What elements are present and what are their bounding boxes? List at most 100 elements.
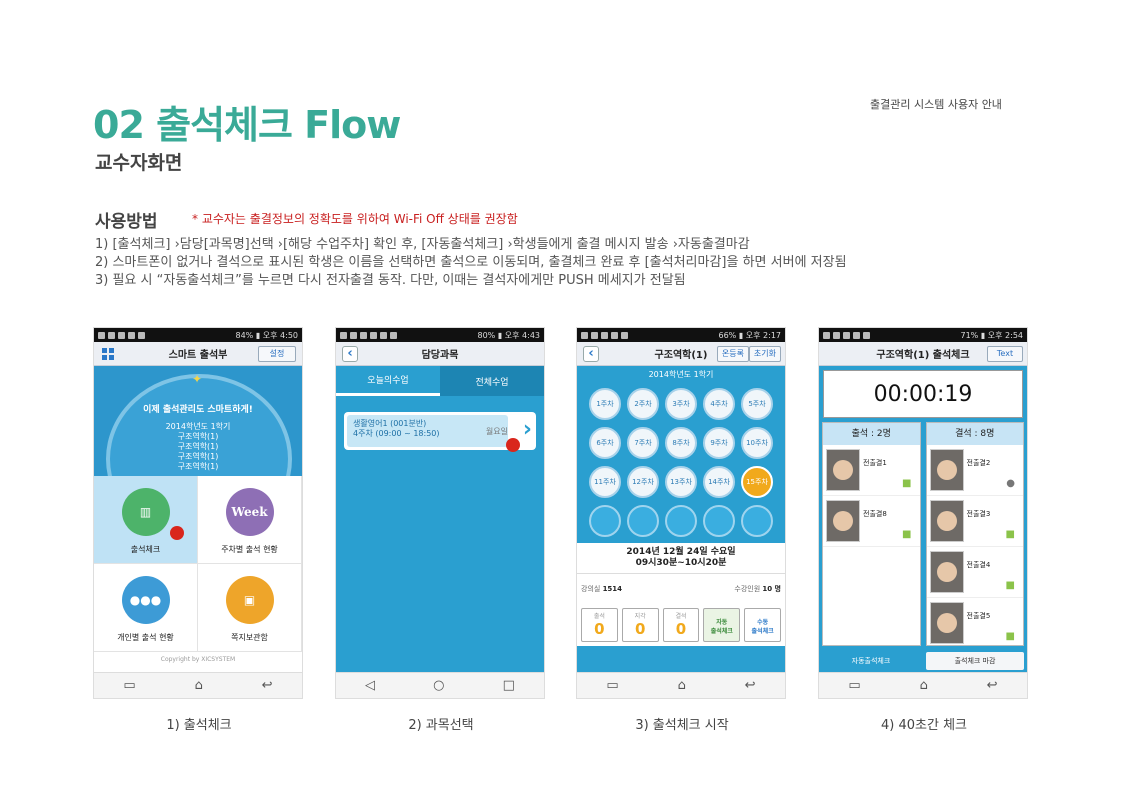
student-name: 전출결2 (966, 459, 991, 467)
step-3: 3) 필요 시 “자동출석체크”를 누르면 다시 전자출결 동작. 다만, 이때… (95, 273, 686, 288)
copyright: Copyright by XICSYSTEM (160, 656, 236, 663)
week-empty-slot (741, 505, 773, 537)
usage-steps: 1) [출석체크] ›담당[과목명]선택 ›[해당 수업주차] 확인 후, [자… (95, 236, 847, 290)
menu-individual-status[interactable]: ●●● 개인별 출석 현황 (94, 564, 198, 652)
back-button[interactable]: ‹ (583, 346, 599, 362)
reset-button[interactable]: 초기화 (748, 346, 781, 362)
week-button[interactable]: 9주차 (703, 427, 735, 459)
course-item: 구조역학(1) (177, 462, 219, 471)
student-name: 전출결8 (863, 510, 887, 518)
tab-today[interactable]: 오늘의수업 (336, 366, 440, 396)
box-icon: ▣ (225, 576, 274, 624)
app-title: 스마트 출석부 (168, 350, 228, 361)
back-icon[interactable]: ◁ (365, 678, 376, 693)
caption-1: 1) 출석체크 (166, 718, 232, 733)
term-label: 2014학년도 1학기 (648, 370, 714, 379)
back-button[interactable]: ‹ (342, 346, 358, 362)
student-row[interactable]: 전출결2● (926, 445, 1023, 496)
week-button[interactable]: 10주차 (741, 427, 773, 459)
close-check-button[interactable]: 출석체크 마감 (926, 652, 1024, 670)
register-button[interactable]: 온등록 (716, 346, 749, 362)
week-button[interactable]: 2주차 (627, 388, 659, 420)
course-item: 구조역학(1) (177, 442, 219, 451)
student-photo (929, 602, 964, 644)
room-info: 강의실 1514 수강인원 10 명 (577, 574, 785, 604)
home-icon[interactable]: ⌂ (677, 678, 686, 693)
course-card[interactable]: 생활영어1 (001분반) 4주차 (09:00 ~ 18:50) 월요일 › (344, 412, 536, 452)
chevron-right-icon: › (522, 417, 532, 442)
android-icon: ■ (902, 478, 912, 489)
people-icon: ●●● (121, 576, 170, 624)
week-icon: Week (225, 488, 274, 536)
recent-apps-icon[interactable]: □ (502, 678, 515, 693)
student-row[interactable]: 전출결8 ■ (823, 496, 920, 547)
week-empty-slot (627, 505, 659, 537)
lecture-date: 2014년 12월 24일 수요일 (626, 547, 736, 557)
app-titlebar: 스마트 출석부 설정 (94, 342, 302, 366)
auto-check-button[interactable]: 자동 출석체크 (703, 608, 741, 642)
back-icon[interactable]: ↩ (261, 678, 273, 693)
book-icon: ▥ (121, 488, 170, 536)
lightbulb-icon: ✦ (192, 372, 203, 386)
week-button[interactable]: 13주차 (665, 466, 697, 498)
student-photo (826, 449, 860, 491)
app-title: 구조역학(1) 출석체크 (876, 350, 970, 361)
grid-menu-icon[interactable] (100, 346, 116, 362)
tab-all[interactable]: 전체수업 (440, 366, 544, 396)
course-status: 월요일 (485, 427, 508, 436)
week-button[interactable]: 11주차 (589, 466, 621, 498)
week-button[interactable]: 8주차 (665, 427, 697, 459)
settings-button[interactable]: 설정 (258, 346, 296, 362)
recent-apps-icon[interactable]: ▭ (123, 678, 136, 693)
home-icon[interactable]: ⌂ (919, 678, 928, 693)
step-2: 2) 스마트폰이 없거나 결석으로 표시된 학생은 이름을 선택하면 출석으로 … (95, 255, 847, 270)
student-name: 전출결5 (966, 612, 991, 620)
week-button[interactable]: 14주차 (703, 466, 735, 498)
menu-weekly-status[interactable]: Week 주차별 출석 현황 (198, 476, 302, 564)
student-row[interactable]: 전출결1 ■ (823, 445, 920, 496)
menu-attendance-check[interactable]: ▥ 출석체크 (94, 476, 198, 564)
menu-message-box[interactable]: ▣ 쪽지보관함 (198, 564, 302, 652)
student-row[interactable]: 전출결5■ (927, 598, 1024, 645)
manual-check-button[interactable]: 수동 출석체크 (744, 608, 781, 642)
week-button[interactable]: 1주차 (589, 388, 621, 420)
app-titlebar: 구조역학(1) 출석체크 Text (819, 342, 1027, 366)
page-subtitle: 교수자화면 (95, 152, 183, 174)
student-photo (826, 500, 860, 542)
back-icon[interactable]: ↩ (986, 678, 998, 693)
week-button[interactable]: 5주차 (741, 388, 773, 420)
android-navbar: ◁ ○ □ (336, 672, 544, 698)
android-navbar: ▭ ⌂ ↩ (819, 672, 1027, 698)
week-button[interactable]: 15주차 (741, 466, 773, 498)
student-name: 전출결3 (966, 510, 991, 518)
android-icon: ■ (902, 529, 912, 540)
week-button[interactable]: 7주차 (627, 427, 659, 459)
phone-screen-3: 66% ▮ 오후 2:17 ‹ 구조역학(1) 온등록 초기화 2014학년도 … (576, 327, 786, 699)
android-navbar: ▭ ⌂ ↩ (94, 672, 302, 698)
status-bar: 80% ▮ 오후 4:43 (336, 328, 544, 342)
recent-apps-icon[interactable]: ▭ (848, 678, 861, 693)
week-button[interactable]: 12주차 (627, 466, 659, 498)
week-button[interactable]: 4주차 (703, 388, 735, 420)
app-title: 담당과목 (421, 350, 459, 361)
lecture-datetime: 2014년 12월 24일 수요일 09시30분~10시20분 (577, 543, 785, 574)
status-bar: 66% ▮ 오후 2:17 (577, 328, 785, 342)
usage-title: 사용방법 (95, 212, 158, 232)
text-button[interactable]: Text (987, 346, 1023, 362)
student-name: 전출결1 (863, 459, 887, 467)
home-icon[interactable]: ⌂ (194, 678, 203, 693)
week-empty-slot (589, 505, 621, 537)
week-button[interactable]: 3주차 (665, 388, 697, 420)
home-icon[interactable]: ○ (433, 678, 445, 693)
recent-apps-icon[interactable]: ▭ (606, 678, 619, 693)
app-titlebar: ‹ 담당과목 (336, 342, 544, 366)
student-row[interactable]: 전출결3■ (926, 496, 1023, 547)
course-item: 구조역학(1) (177, 452, 219, 461)
back-icon[interactable]: ↩ (744, 678, 756, 693)
auto-check-button[interactable]: 자동출석체크 (851, 657, 891, 665)
week-button[interactable]: 6주차 (589, 427, 621, 459)
student-row[interactable]: 전출결4■ (926, 547, 1023, 598)
absent-list: 결석 : 8명 전출결2●전출결3■전출결4■전출결5■ (925, 422, 1024, 646)
